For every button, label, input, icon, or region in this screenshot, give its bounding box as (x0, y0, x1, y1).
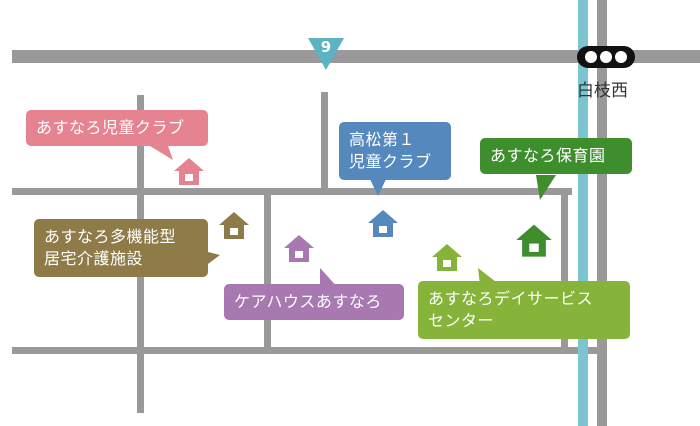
house-icon-kids-club-1 (174, 158, 204, 185)
road-vertical-3 (321, 92, 328, 191)
railway-line (578, 0, 588, 426)
road-horizontal-2 (12, 347, 602, 354)
house-icon-multi-facility (219, 212, 249, 239)
label-nursery: あすなろ保育園 (480, 138, 632, 174)
road-vertical-east (597, 0, 607, 426)
label-kids-club-2: 高松第１ 児童クラブ (339, 122, 451, 180)
road-vertical-4 (561, 188, 568, 350)
station-name: 白枝西 (577, 81, 628, 101)
label-care-house: ケアハウスあすなろ (224, 284, 404, 320)
house-icon-day-center (432, 244, 462, 271)
label-day-center: あすなろデイサービス センター (418, 281, 630, 339)
label-kids-club-1: あすなろ児童クラブ (26, 110, 208, 146)
route-marker (308, 38, 344, 70)
road-horizontal-1 (12, 188, 572, 195)
house-icon-care-house (284, 235, 314, 262)
label-multi-facility: あすなろ多機能型 居宅介護施設 (34, 219, 208, 277)
house-icon-nursery (516, 224, 552, 257)
house-icon-kids-club-2 (368, 210, 398, 237)
route-number: 9 (320, 38, 332, 56)
road-vertical-2 (264, 188, 271, 350)
main-road (12, 50, 700, 63)
